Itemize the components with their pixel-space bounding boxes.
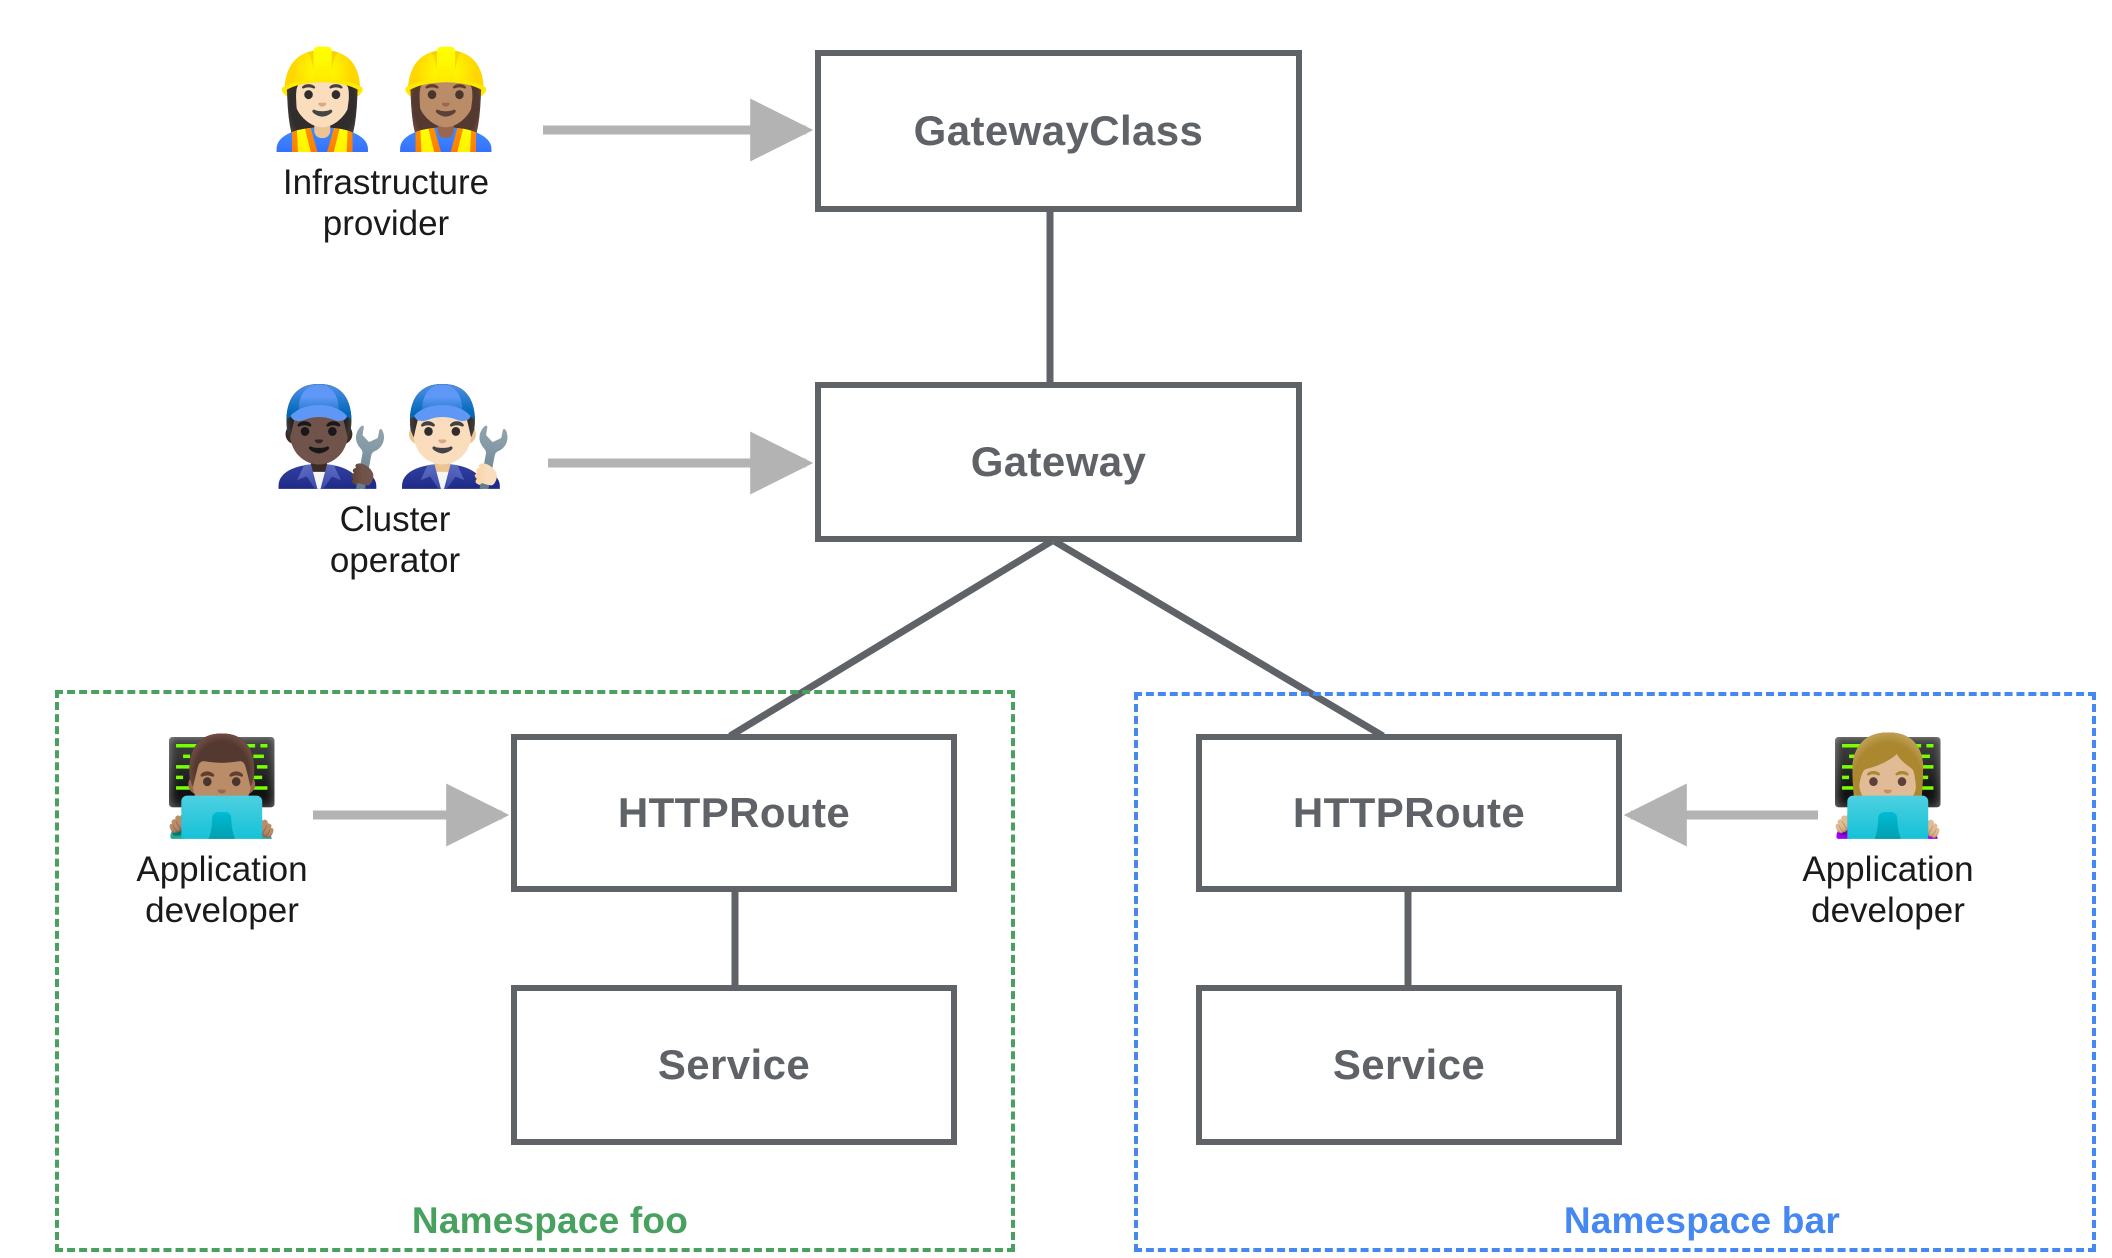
gatewayclass-label: GatewayClass — [913, 107, 1204, 154]
persona-infrastructure-provider-label: Infrastructure provider — [282, 162, 490, 243]
persona-infrastructure-provider: 👷🏻‍♀️👷🏽‍♀️ Infrastructure provider — [226, 43, 546, 244]
namespace-bar-container: Namespace bar — [1134, 692, 2096, 1252]
connector-gateway-httproute-foo — [728, 538, 1054, 739]
persona-app-developer-bar-label: Application developer — [1802, 849, 1974, 930]
persona-cluster-operator: 👨🏿‍🔧👨🏻‍🔧 Cluster operator — [250, 380, 540, 581]
persona-app-developer-foo-label: Application developer — [136, 849, 308, 930]
gateway-label: Gateway — [970, 438, 1147, 485]
service-foo-label: Service — [657, 1041, 811, 1088]
construction-worker-icon: 👷🏻‍♀️👷🏽‍♀️ — [262, 43, 510, 155]
httproute-foo-box[interactable]: HTTPRoute — [511, 734, 957, 892]
technologist-icon: 👨🏽‍💻 — [162, 730, 282, 842]
service-foo-box[interactable]: Service — [511, 985, 957, 1145]
httproute-bar-label: HTTPRoute — [1292, 789, 1526, 836]
gateway-box[interactable]: Gateway — [815, 382, 1302, 542]
technologist-icon: 👩🏼‍💻 — [1828, 730, 1948, 842]
namespace-foo-container: Namespace foo — [55, 690, 1015, 1252]
persona-app-developer-bar: 👩🏼‍💻 Application developer — [1768, 730, 2008, 931]
connector-gateway-httproute-bar — [1052, 537, 1385, 740]
gatewayclass-box[interactable]: GatewayClass — [815, 50, 1302, 212]
service-bar-box[interactable]: Service — [1196, 985, 1622, 1145]
persona-app-developer-foo: 👨🏽‍💻 Application developer — [102, 730, 342, 931]
namespace-foo-label: Namespace foo — [411, 1200, 688, 1241]
persona-cluster-operator-label: Cluster operator — [329, 499, 461, 580]
service-bar-label: Service — [1332, 1041, 1486, 1088]
mechanic-icon: 👨🏿‍🔧👨🏻‍🔧 — [271, 380, 519, 492]
httproute-bar-box[interactable]: HTTPRoute — [1196, 734, 1622, 892]
namespace-bar-label: Namespace bar — [1563, 1200, 1840, 1241]
httproute-foo-label: HTTPRoute — [617, 789, 851, 836]
